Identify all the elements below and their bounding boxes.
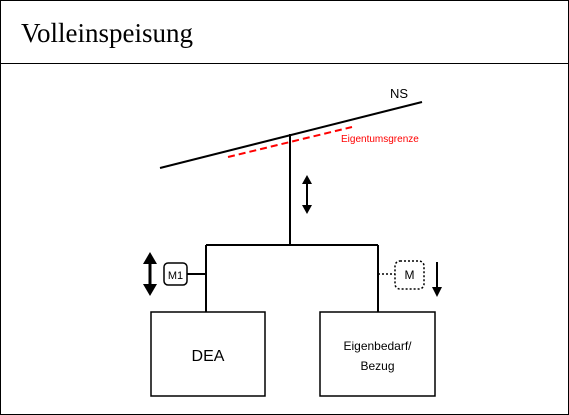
ownership-boundary-label: Eigentumsgrenze bbox=[341, 134, 419, 145]
meter-m-label: M bbox=[405, 268, 415, 282]
consumer-label-line2: Bezug bbox=[360, 359, 394, 373]
meter-m1-label: M1 bbox=[168, 270, 183, 282]
generator-label: DEA bbox=[192, 348, 225, 365]
page-title: Volleinspeisung bbox=[21, 18, 194, 48]
meter-m-box bbox=[394, 260, 425, 290]
consumer-box bbox=[319, 311, 436, 397]
generation-bidirectional-arrow-icon bbox=[143, 252, 157, 296]
consumer-label-line1: Eigenbedarf/ bbox=[343, 339, 412, 353]
generator-box bbox=[150, 311, 266, 397]
header: Volleinspeisung bbox=[1, 1, 568, 64]
consumption-down-arrow-icon bbox=[432, 262, 442, 297]
meter-m1-box bbox=[163, 262, 188, 286]
bidirectional-arrow-icon bbox=[302, 175, 312, 214]
grid-label: NS bbox=[390, 86, 408, 101]
